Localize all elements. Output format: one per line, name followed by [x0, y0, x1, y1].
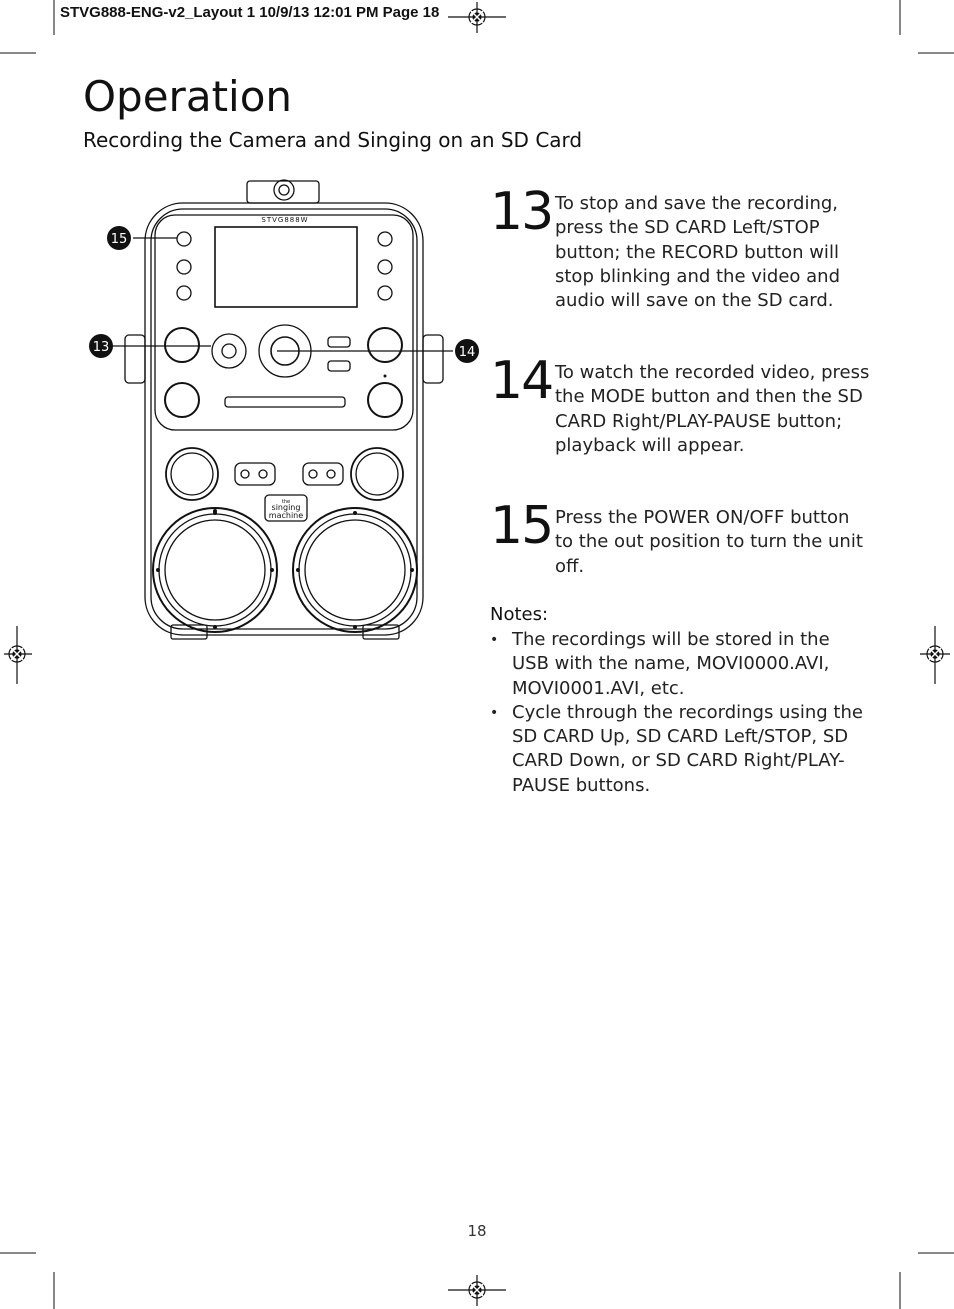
registration-mark-left: [4, 626, 32, 684]
brand-text-line2: machine: [269, 511, 303, 520]
print-slug: STVG888-ENG-v2_Layout 1 10/9/13 12:01 PM…: [60, 4, 440, 21]
step-text: To watch the recorded video, press the M…: [555, 362, 870, 456]
callout-13-label: 13: [93, 340, 110, 355]
registration-mark-bottom: [448, 1275, 506, 1306]
step-14: 14 To watch the recorded video, press th…: [490, 355, 870, 458]
callout-15-label: 15: [111, 232, 128, 247]
notes-list: The recordings will be stored in the USB…: [490, 628, 870, 798]
step-number: 13: [490, 182, 554, 242]
registration-mark-top: [448, 2, 506, 33]
callout-14: 14: [455, 339, 479, 363]
brand-text-line1: singing: [272, 503, 301, 512]
list-item: The recordings will be stored in the USB…: [490, 628, 870, 701]
callout-15: 15: [107, 226, 131, 250]
notes-heading: Notes:: [490, 604, 549, 625]
list-item: Cycle through the recordings using the S…: [490, 701, 870, 798]
model-label: STVG888W: [261, 216, 308, 224]
registration-mark-right: [920, 626, 950, 684]
page-subtitle: Recording the Camera and Singing on an S…: [83, 128, 583, 152]
callout-13: 13: [89, 334, 113, 358]
callout-14-label: 14: [459, 345, 476, 360]
step-number: 14: [490, 351, 554, 411]
step-text: Press the POWER ON/OFF button to the out…: [555, 507, 863, 577]
notes-section: Notes: The recordings will be stored in …: [490, 603, 870, 798]
step-text: To stop and save the recording, press th…: [555, 193, 841, 312]
page-title: Operation: [83, 72, 293, 121]
step-number: 15: [490, 496, 554, 556]
page-number: 18: [467, 1222, 487, 1240]
karaoke-machine-illustration: STVG888W the singing machine 15 13 14: [89, 179, 479, 640]
step-15: 15 Press the POWER ON/OFF button to the …: [490, 500, 870, 579]
step-13: 13 To stop and save the recording, press…: [490, 186, 870, 313]
brand-text-top: the: [282, 499, 290, 505]
